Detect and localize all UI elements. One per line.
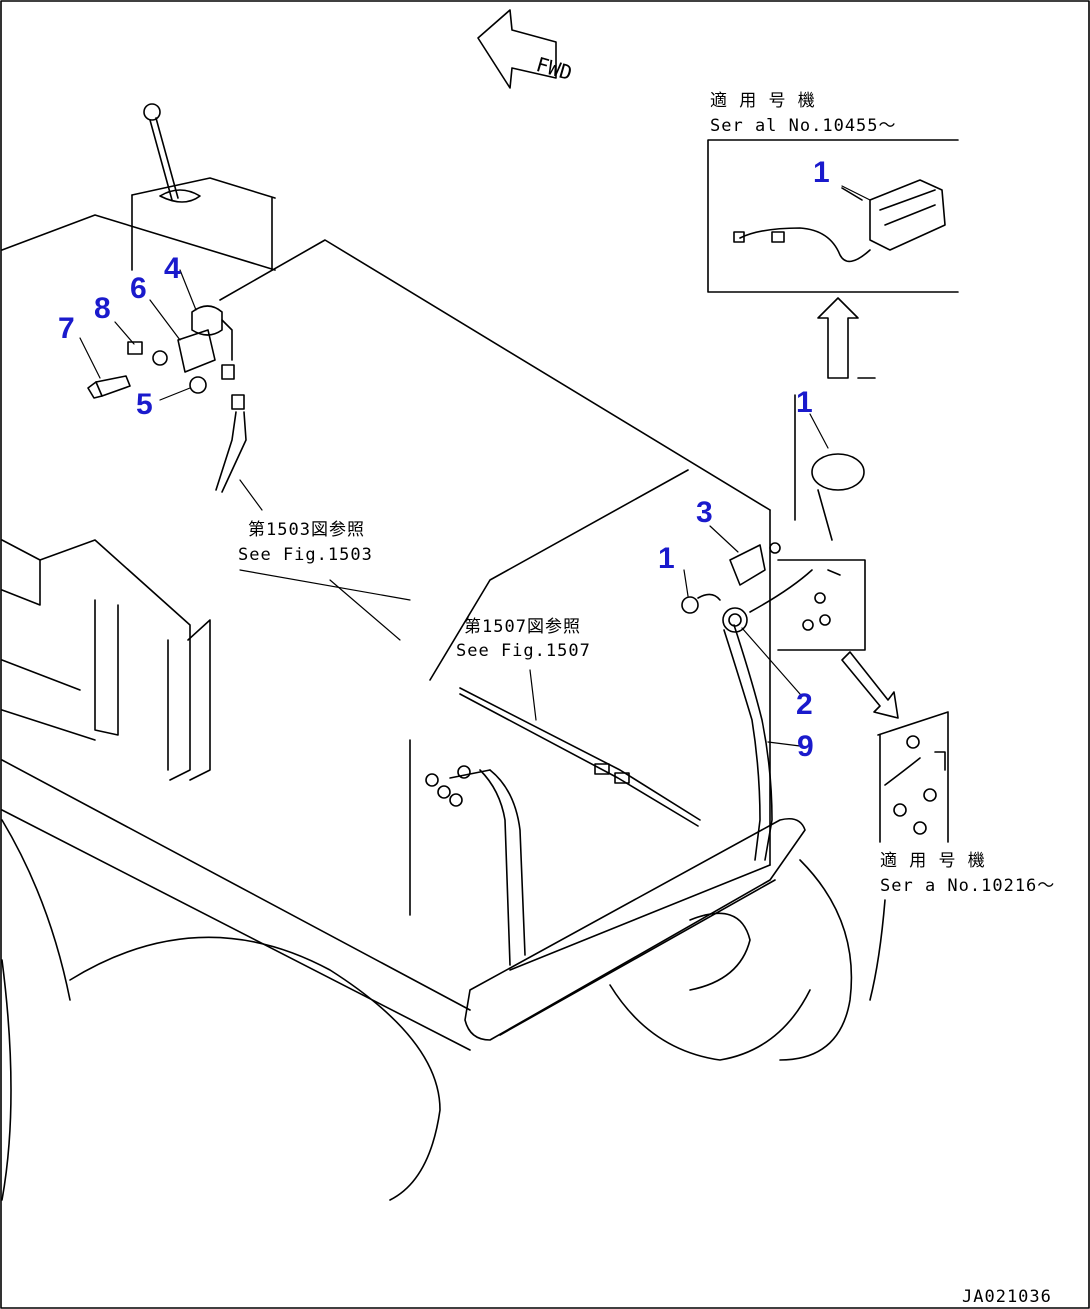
ref-1503-jp: 第1503図参照 <box>248 520 365 540</box>
callout-4: 4 <box>164 252 181 285</box>
callout-1-detail: 1 <box>813 156 830 189</box>
part-8-washer <box>127 341 168 366</box>
wire-harness-bottom <box>459 687 701 827</box>
arrow-to-bottom-detail-icon <box>841 651 899 719</box>
callout-6: 6 <box>130 272 147 305</box>
detail-box-bottom <box>869 711 949 1001</box>
callout-1-grommet: 1 <box>658 542 675 575</box>
serial-note-bottom-jp: 適 用 号 機 <box>880 851 986 871</box>
ref-1503-en: See Fig.1503 <box>238 545 373 565</box>
ref-1507-en: See Fig.1507 <box>456 641 591 661</box>
part-5-nut <box>189 376 207 394</box>
serial-note-bottom-en: Ser a No.10216～ <box>880 876 1055 896</box>
leader-lines <box>79 185 871 747</box>
arrow-to-detail-icon <box>817 297 876 379</box>
drawing-code: JA021036 <box>962 1287 1052 1307</box>
connector-top-left <box>215 364 247 493</box>
part-6-bracket <box>177 329 216 373</box>
callout-5: 5 <box>136 388 153 421</box>
harness-9 <box>723 624 773 861</box>
part-7-bolt <box>87 375 131 399</box>
callout-1-lamp: 1 <box>796 386 813 419</box>
connector-detail-box <box>749 559 866 651</box>
callout-7: 7 <box>58 312 75 345</box>
serial-note-top-jp: 適 用 号 機 <box>710 91 816 111</box>
callout-3: 3 <box>696 496 713 529</box>
detail-box-top <box>707 139 959 293</box>
ref-1507-jp: 第1507図参照 <box>464 617 581 637</box>
lamp-1-right <box>794 394 865 541</box>
bracket-3 <box>729 542 781 586</box>
fwd-label: FWD <box>534 52 575 85</box>
grommet-2 <box>722 607 748 633</box>
callout-2: 2 <box>796 688 813 721</box>
callout-9: 9 <box>797 730 814 763</box>
lever <box>143 103 201 203</box>
callout-8: 8 <box>94 292 111 325</box>
vehicle-body <box>1 177 853 1201</box>
fwd-arrow-icon: FWD <box>477 9 575 89</box>
horn-wiring-left <box>425 765 526 966</box>
serial-note-top-en: Ser al No.10455～ <box>710 116 897 136</box>
lamp-1-mid <box>681 593 721 614</box>
